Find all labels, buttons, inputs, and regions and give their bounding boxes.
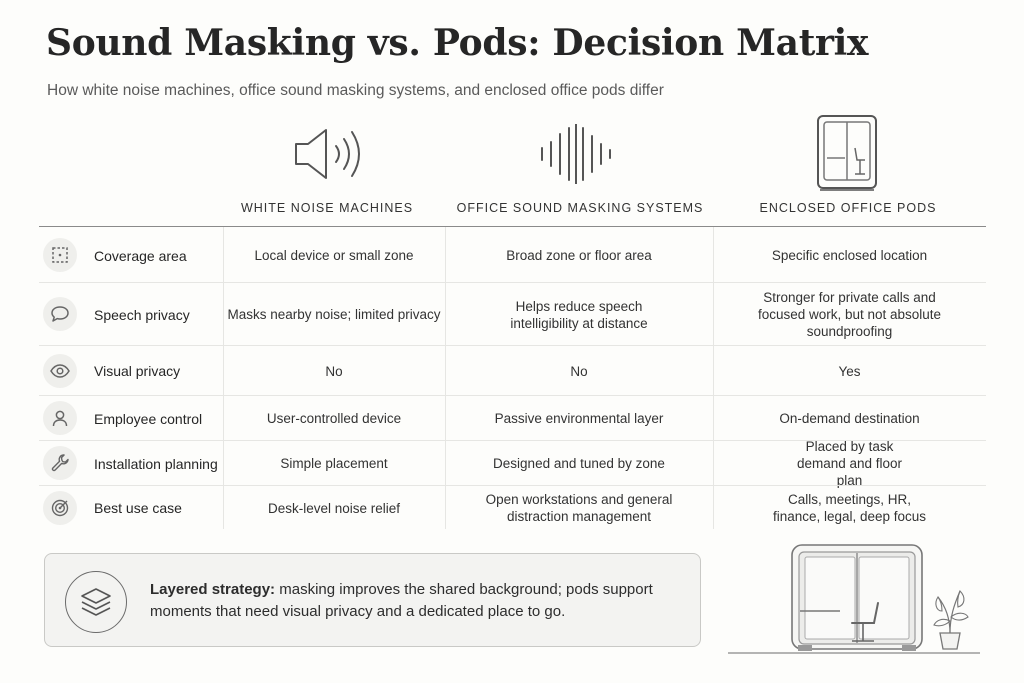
table-cell: On-demand destination <box>779 411 920 426</box>
table-cell: Specific enclosed location <box>771 248 928 263</box>
office-pod-illustration <box>728 544 980 654</box>
page-subtitle: How white noise machines, office sound m… <box>47 82 664 99</box>
table-cell: Masks nearby noise; limited privacy <box>227 307 441 322</box>
row-label: Best use case <box>94 500 182 516</box>
table-row-installation-planning: Installation planning Simple placement D… <box>39 439 986 488</box>
table-cell: Helps reduce speech intelligibility at d… <box>510 298 648 331</box>
column-header-office-pods: ENCLOSED OFFICE PODS <box>759 201 937 215</box>
sound-wave-icon <box>541 124 611 184</box>
layered-strategy-callout: Layered strategy: masking improves the s… <box>44 553 701 647</box>
row-label: Installation planning <box>94 455 218 472</box>
table-cell: Calls, meetings, HR, finance, legal, dee… <box>772 492 927 524</box>
table-cell: Open workstations and general distractio… <box>485 492 673 524</box>
speaker-icon <box>295 129 360 179</box>
table-cell: Yes <box>838 363 861 379</box>
table-cell: Stronger for private calls and focused w… <box>757 290 942 339</box>
wrench-icon <box>43 446 77 480</box>
row-label: Employee control <box>94 410 203 427</box>
table-cell: Placed by task demand and floor plan <box>796 439 903 488</box>
column-divider <box>223 227 224 529</box>
person-icon <box>43 401 77 435</box>
table-row-visual-privacy: Visual privacy No No Yes <box>39 346 986 396</box>
row-label: Visual privacy <box>94 363 181 379</box>
table-cell: Broad zone or floor area <box>506 248 652 263</box>
table-row-speech-privacy: Speech privacy Masks nearby noise; limit… <box>39 283 986 346</box>
column-header-white-noise: WHITE NOISE MACHINES <box>240 201 414 215</box>
office-pod-icon <box>817 115 877 191</box>
table-cell: Designed and tuned by zone <box>493 456 665 471</box>
callout-lead: Layered strategy: <box>150 581 276 598</box>
row-label: Coverage area <box>94 247 187 264</box>
table-cell: Local device or small zone <box>254 248 414 263</box>
eye-icon <box>43 354 77 388</box>
speech-bubble-icon <box>43 297 77 331</box>
layers-icon <box>65 571 127 633</box>
target-icon <box>43 491 77 525</box>
table-cell: User-controlled device <box>266 411 402 426</box>
row-label: Speech privacy <box>94 306 190 323</box>
header-divider <box>39 226 986 227</box>
callout-text: Layered strategy: masking improves the s… <box>150 579 680 623</box>
table-row-best-use-case: Best use case Desk-level noise relief Op… <box>39 486 986 530</box>
table-cell: No <box>570 363 588 379</box>
table-row-coverage-area: Coverage area Local device or small zone… <box>39 228 986 283</box>
area-select-icon <box>43 238 77 272</box>
table-row-employee-control: Employee control User-controlled device … <box>39 396 986 441</box>
column-header-sound-masking: OFFICE SOUND MASKING SYSTEMS <box>456 201 704 215</box>
table-cell: Desk-level noise relief <box>267 500 401 516</box>
table-cell: Simple placement <box>280 456 388 471</box>
callout-body: masking improves the shared background; … <box>150 581 653 620</box>
column-divider <box>713 227 714 529</box>
table-cell: Passive environmental layer <box>494 411 664 426</box>
page-title: Sound Masking vs. Pods: Decision Matrix <box>46 22 869 64</box>
table-cell: No <box>325 363 343 379</box>
column-divider <box>445 227 446 529</box>
